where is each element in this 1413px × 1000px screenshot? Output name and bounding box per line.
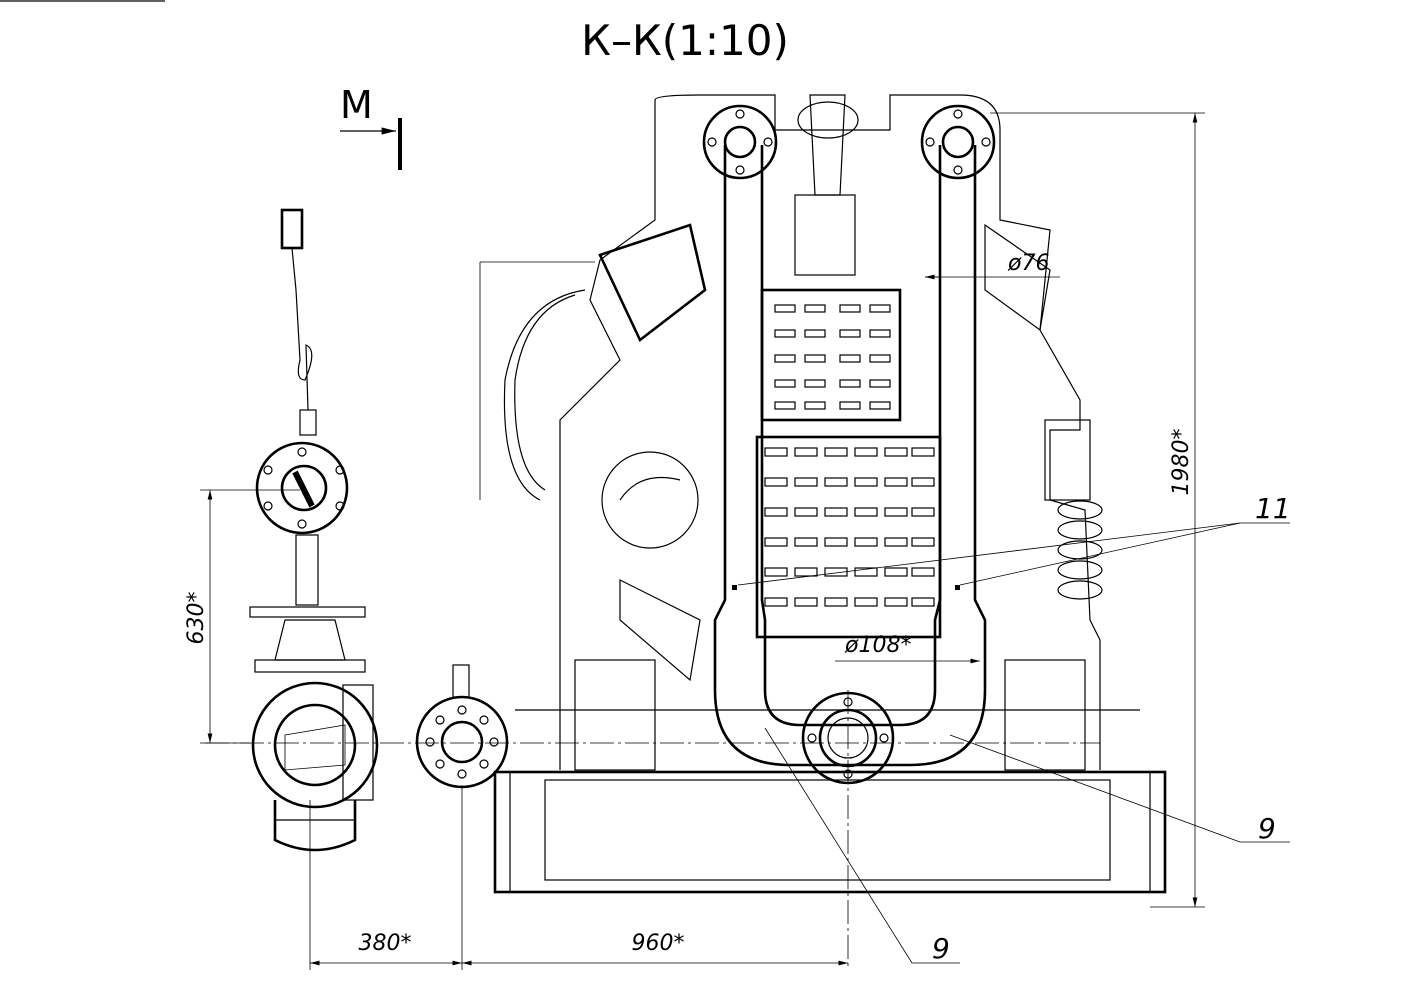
callout-11: 11: [737, 492, 1291, 586]
dimension-label-1980: 1980*: [1169, 429, 1194, 496]
callout-9-right: 9: [949, 734, 1290, 845]
dimension-dia-76: ø76: [925, 251, 1060, 280]
butterfly-valve-flange: [415, 664, 509, 789]
dimension-dia-108: ø108*: [835, 633, 980, 664]
upper-grille: [760, 288, 902, 422]
lower-grille: [755, 435, 942, 639]
section-marker-label: М: [340, 83, 373, 127]
dimension-380: 380*: [309, 785, 463, 970]
dimension-label-dia-76: ø76: [1007, 251, 1049, 276]
section-title: К–К(1:10): [581, 16, 789, 65]
callout-label-9-bottom: 9: [932, 932, 950, 965]
dimension-label-dia-108: ø108*: [844, 633, 911, 658]
dimension-label-960: 960*: [632, 931, 685, 956]
dimension-1980: 1980*: [990, 112, 1205, 908]
dimension-label-380: 380*: [359, 931, 412, 956]
callout-label-11: 11: [1255, 492, 1291, 525]
left-valve-assembly: [249, 208, 379, 852]
exhaust-u-pipes: [702, 104, 996, 785]
section-marker: М: [340, 83, 402, 170]
engine-body: [479, 94, 1103, 771]
base-frame: [493, 709, 1167, 894]
callout-9-bottom: 9: [764, 727, 960, 965]
dimension-label-630: 630*: [184, 592, 209, 645]
callout-label-9-right: 9: [1258, 812, 1276, 845]
dimension-960: 960*: [462, 931, 848, 966]
